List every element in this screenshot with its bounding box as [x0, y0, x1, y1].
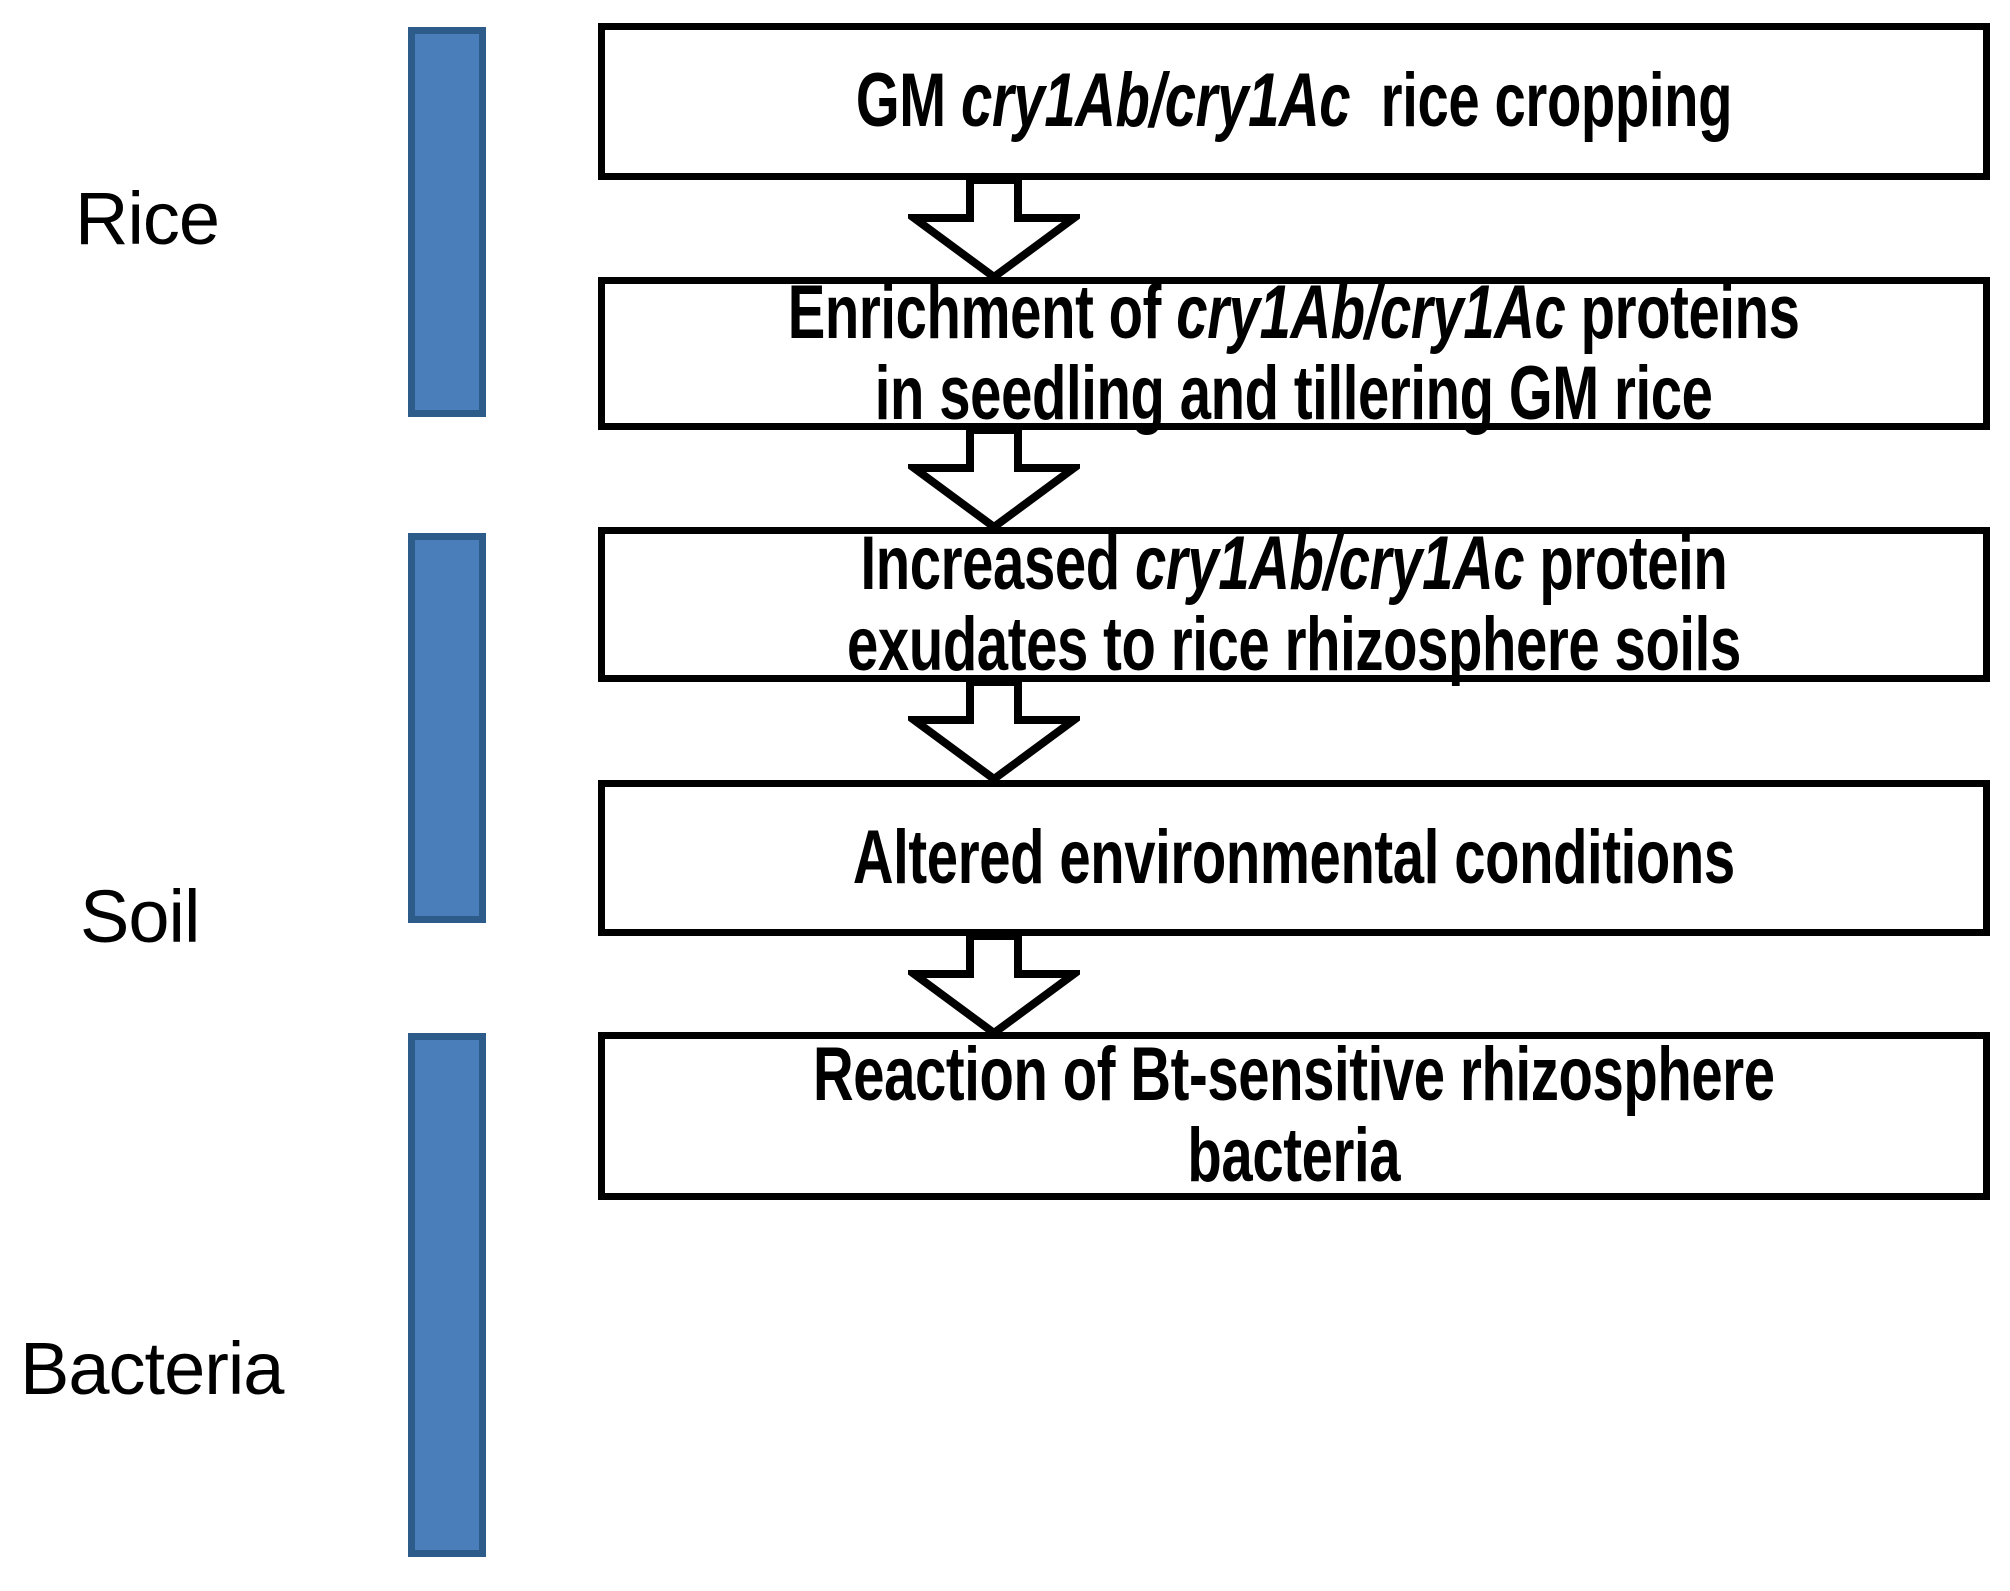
node-2-line-2: in seedling and tillering GM rice — [875, 350, 1713, 436]
connector-arrow-4 — [908, 936, 1080, 1036]
process-box-bacteria-reaction: Reaction of Bt-sensitive rhizosphere bac… — [598, 1032, 1990, 1200]
connector-arrow-3 — [908, 682, 1080, 782]
stage-bar-soil — [408, 533, 486, 923]
stage-label-bacteria: Bacteria — [20, 1327, 284, 1410]
node-2-line-1: Enrichment of cry1Ab/cry1Ac proteins — [788, 269, 1800, 355]
process-box-5-text: Reaction of Bt-sensitive rhizosphere bac… — [813, 1035, 1775, 1196]
stage-bar-bacteria — [408, 1033, 486, 1557]
connector-arrow-1 — [908, 180, 1080, 280]
process-box-4-text: Altered environmental conditions — [853, 814, 1735, 900]
process-box-protein-exudates: Increased cry1Ab/cry1Ac protein exudates… — [598, 520, 1990, 687]
process-box-1-text: GM cry1Ab/cry1Ac rice cropping — [855, 58, 1733, 144]
stage-label-rice: Rice — [75, 177, 220, 260]
stage-bar-rice — [408, 27, 486, 417]
process-box-altered-conditions: Altered environmental conditions — [598, 780, 1990, 936]
node-5-line-1: Reaction of Bt-sensitive rhizosphere — [813, 1032, 1775, 1118]
stage-label-soil: Soil — [80, 875, 200, 958]
node-3-line-1: Increased cry1Ab/cry1Ac protein — [860, 520, 1728, 606]
process-box-gm-rice-cropping: GM cry1Ab/cry1Ac rice cropping — [598, 23, 1990, 180]
node-1-line-1: GM cry1Ab/cry1Ac rice cropping — [855, 58, 1733, 144]
node-3-line-2: exudates to rice rhizosphere soils — [847, 601, 1741, 687]
process-box-2-text: Enrichment of cry1Ab/cry1Ac proteins in … — [788, 269, 1800, 436]
connector-arrow-2 — [908, 430, 1080, 530]
process-box-3-text: Increased cry1Ab/cry1Ac protein exudates… — [847, 520, 1741, 687]
node-5-line-2: bacteria — [1187, 1113, 1401, 1198]
process-box-protein-enrichment: Enrichment of cry1Ab/cry1Ac proteins in … — [598, 272, 1990, 433]
node-4-line-1: Altered environmental conditions — [853, 814, 1735, 900]
